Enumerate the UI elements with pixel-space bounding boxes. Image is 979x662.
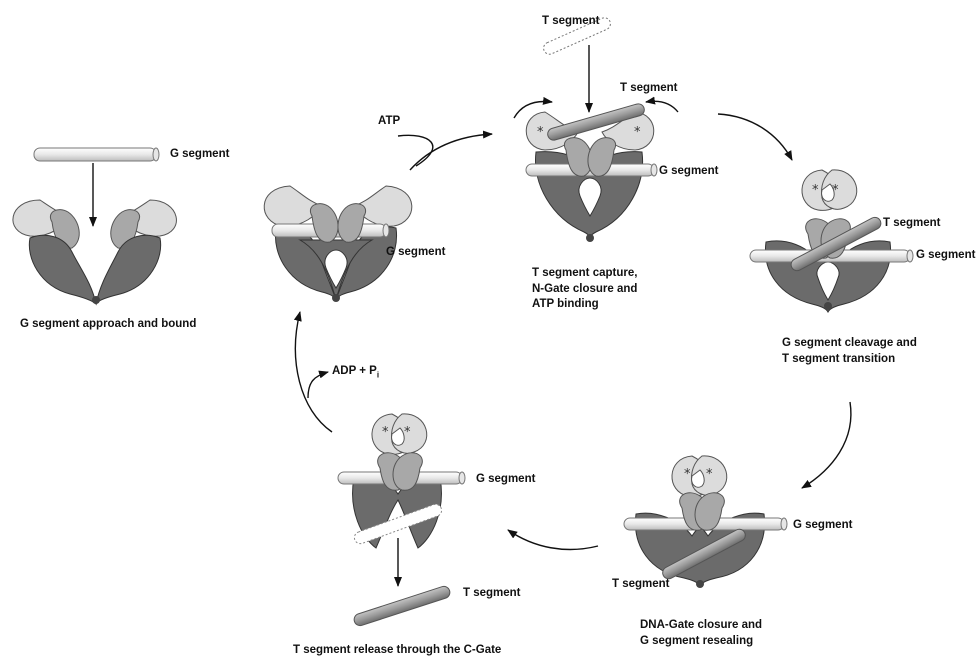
caption-line: G segment approach and bound — [20, 317, 196, 333]
caption-line: DNA-Gate closure and — [640, 618, 762, 634]
caption-stage6: T segment release through the C-Gate — [293, 643, 501, 659]
asterisk: * — [812, 183, 819, 198]
caption-line: T segment capture, — [532, 266, 637, 282]
arrow-stage3-to-stage4 — [718, 114, 792, 160]
caption-stage3: T segment capture, N-Gate closure and AT… — [532, 266, 637, 313]
asterisk: * — [404, 425, 411, 440]
g-segment-label-stage5: G segment — [793, 518, 852, 533]
arrow-stage5-to-stage6 — [508, 530, 598, 549]
arrow-stage4-to-stage5 — [802, 402, 851, 488]
g-segment-dna — [34, 148, 156, 161]
caption-line: G segment resealing — [640, 634, 762, 650]
stage-6-enzyme: * * — [338, 414, 465, 627]
asterisk: * — [832, 183, 839, 198]
asterisk: * — [382, 425, 389, 440]
caption-stage5: DNA-Gate closure and G segment resealing — [640, 618, 762, 649]
t-segment-dna — [353, 585, 452, 627]
arrow-stage2-to-stage3 — [410, 134, 492, 170]
t-segment-label-incoming: T segment — [542, 14, 600, 29]
g-segment-label-stage1: G segment — [170, 147, 229, 162]
atp-input-arrow — [398, 135, 433, 166]
adp-release-arrow — [308, 372, 328, 398]
atp-label: ATP — [378, 114, 400, 129]
asterisk: * — [706, 467, 713, 482]
t-segment-label-stage4: T segment — [883, 216, 941, 231]
caption-line: N-Gate closure and — [532, 282, 637, 298]
stage-3-enzyme: * * — [514, 16, 678, 242]
pi-subscript: i — [377, 370, 379, 379]
t-segment-label-stage3: T segment — [620, 81, 678, 96]
g-segment-label-stage4: G segment — [916, 248, 975, 263]
g-segment-label-stage6: G segment — [476, 472, 535, 487]
caption-stage1: G segment approach and bound — [20, 317, 196, 333]
g-segment-label-stage2: G segment — [386, 245, 445, 260]
t-segment-label-stage5: T segment — [612, 577, 670, 592]
g-segment-label-stage3: G segment — [659, 164, 718, 179]
stage-4-enzyme: * * — [750, 170, 913, 312]
n-gate-rotation-arrow-right — [646, 101, 678, 112]
t-segment-label-stage6: T segment — [463, 586, 521, 601]
caption-line: T segment release through the C-Gate — [293, 643, 501, 659]
caption-line: T segment transition — [782, 352, 917, 368]
adp-pi-label: ADP + Pi — [332, 364, 379, 381]
stage-5-enzyme: * * — [624, 456, 787, 588]
stage-2-enzyme — [264, 186, 412, 302]
asterisk: * — [684, 467, 691, 482]
asterisk: * — [537, 125, 544, 140]
adp-pi-text: ADP + P — [332, 365, 377, 377]
caption-line: G segment cleavage and — [782, 336, 917, 352]
stage-1-enzyme — [13, 148, 176, 304]
caption-line: ATP binding — [532, 297, 637, 313]
asterisk: * — [634, 125, 641, 140]
caption-stage4: G segment cleavage and T segment transit… — [782, 336, 917, 367]
